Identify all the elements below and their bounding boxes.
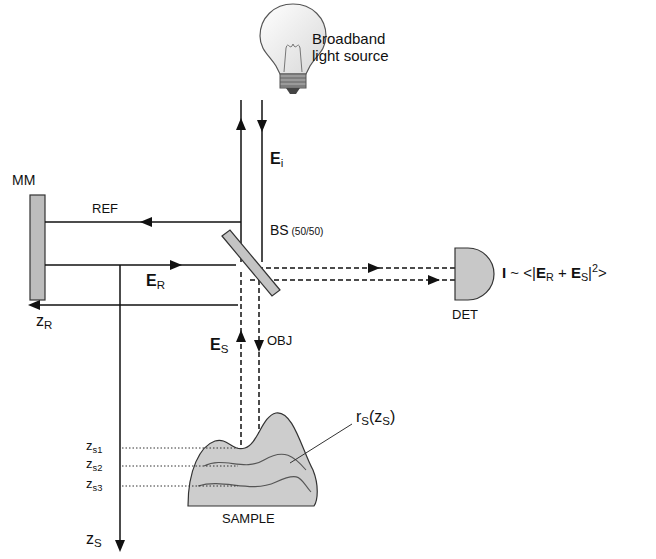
bulb-filament [284, 44, 302, 72]
sample [188, 413, 317, 506]
depth-tick [122, 466, 238, 467]
part-label: MM [12, 172, 35, 188]
bulb-tip [286, 88, 300, 94]
arrowhead [28, 300, 40, 310]
axis-label: zS [86, 530, 102, 551]
intensity-formula: I ~ <|ER + ES|2> [502, 262, 607, 284]
sample-layer [198, 477, 311, 492]
zr-axis [36, 304, 238, 306]
field-label: Ei [270, 150, 283, 171]
detector [455, 248, 494, 300]
reference-mirror [30, 195, 45, 300]
arrowhead [428, 275, 440, 285]
ref-beam-back [45, 264, 236, 266]
detector-beam [250, 279, 455, 281]
field-label: ER [146, 272, 165, 293]
arrowhead [254, 340, 264, 352]
depth-label: zs1 [86, 439, 102, 456]
axis-label: zR [36, 312, 52, 333]
depth-label: zs2 [86, 457, 102, 474]
reflectivity-label: rS(zS) [356, 408, 395, 429]
arrowhead [257, 120, 267, 132]
depth-label: zs3 [86, 477, 102, 494]
reference-arm [45, 222, 241, 265]
part-label: BS (50/50) [270, 222, 323, 238]
source-label: Broadband light source [312, 30, 412, 65]
depth-tick [122, 486, 238, 487]
sample-arm [241, 272, 259, 446]
depth-tick [122, 448, 238, 449]
arm-label: OBJ [267, 334, 292, 349]
detector-arm [250, 268, 455, 280]
detector-beam [258, 267, 455, 269]
arrowhead [140, 217, 152, 227]
leader-line [290, 424, 352, 463]
sample-beam-in [258, 272, 260, 446]
bulb-threads [280, 78, 306, 86]
arrowhead [236, 330, 246, 342]
part-label: SAMPLE [222, 512, 275, 527]
arm-label: REF [92, 202, 118, 217]
beam-splitter [222, 230, 280, 296]
part-label: DET [452, 308, 478, 323]
arrowhead [236, 118, 246, 130]
field-label: ES [210, 336, 228, 357]
arrowhead [115, 540, 125, 552]
bulb-base [280, 74, 306, 88]
arrowhead [368, 263, 380, 273]
arrowhead [170, 260, 182, 270]
zs-axis [119, 265, 121, 540]
sample-beam-back [240, 272, 242, 446]
depth-ticks [122, 448, 238, 486]
